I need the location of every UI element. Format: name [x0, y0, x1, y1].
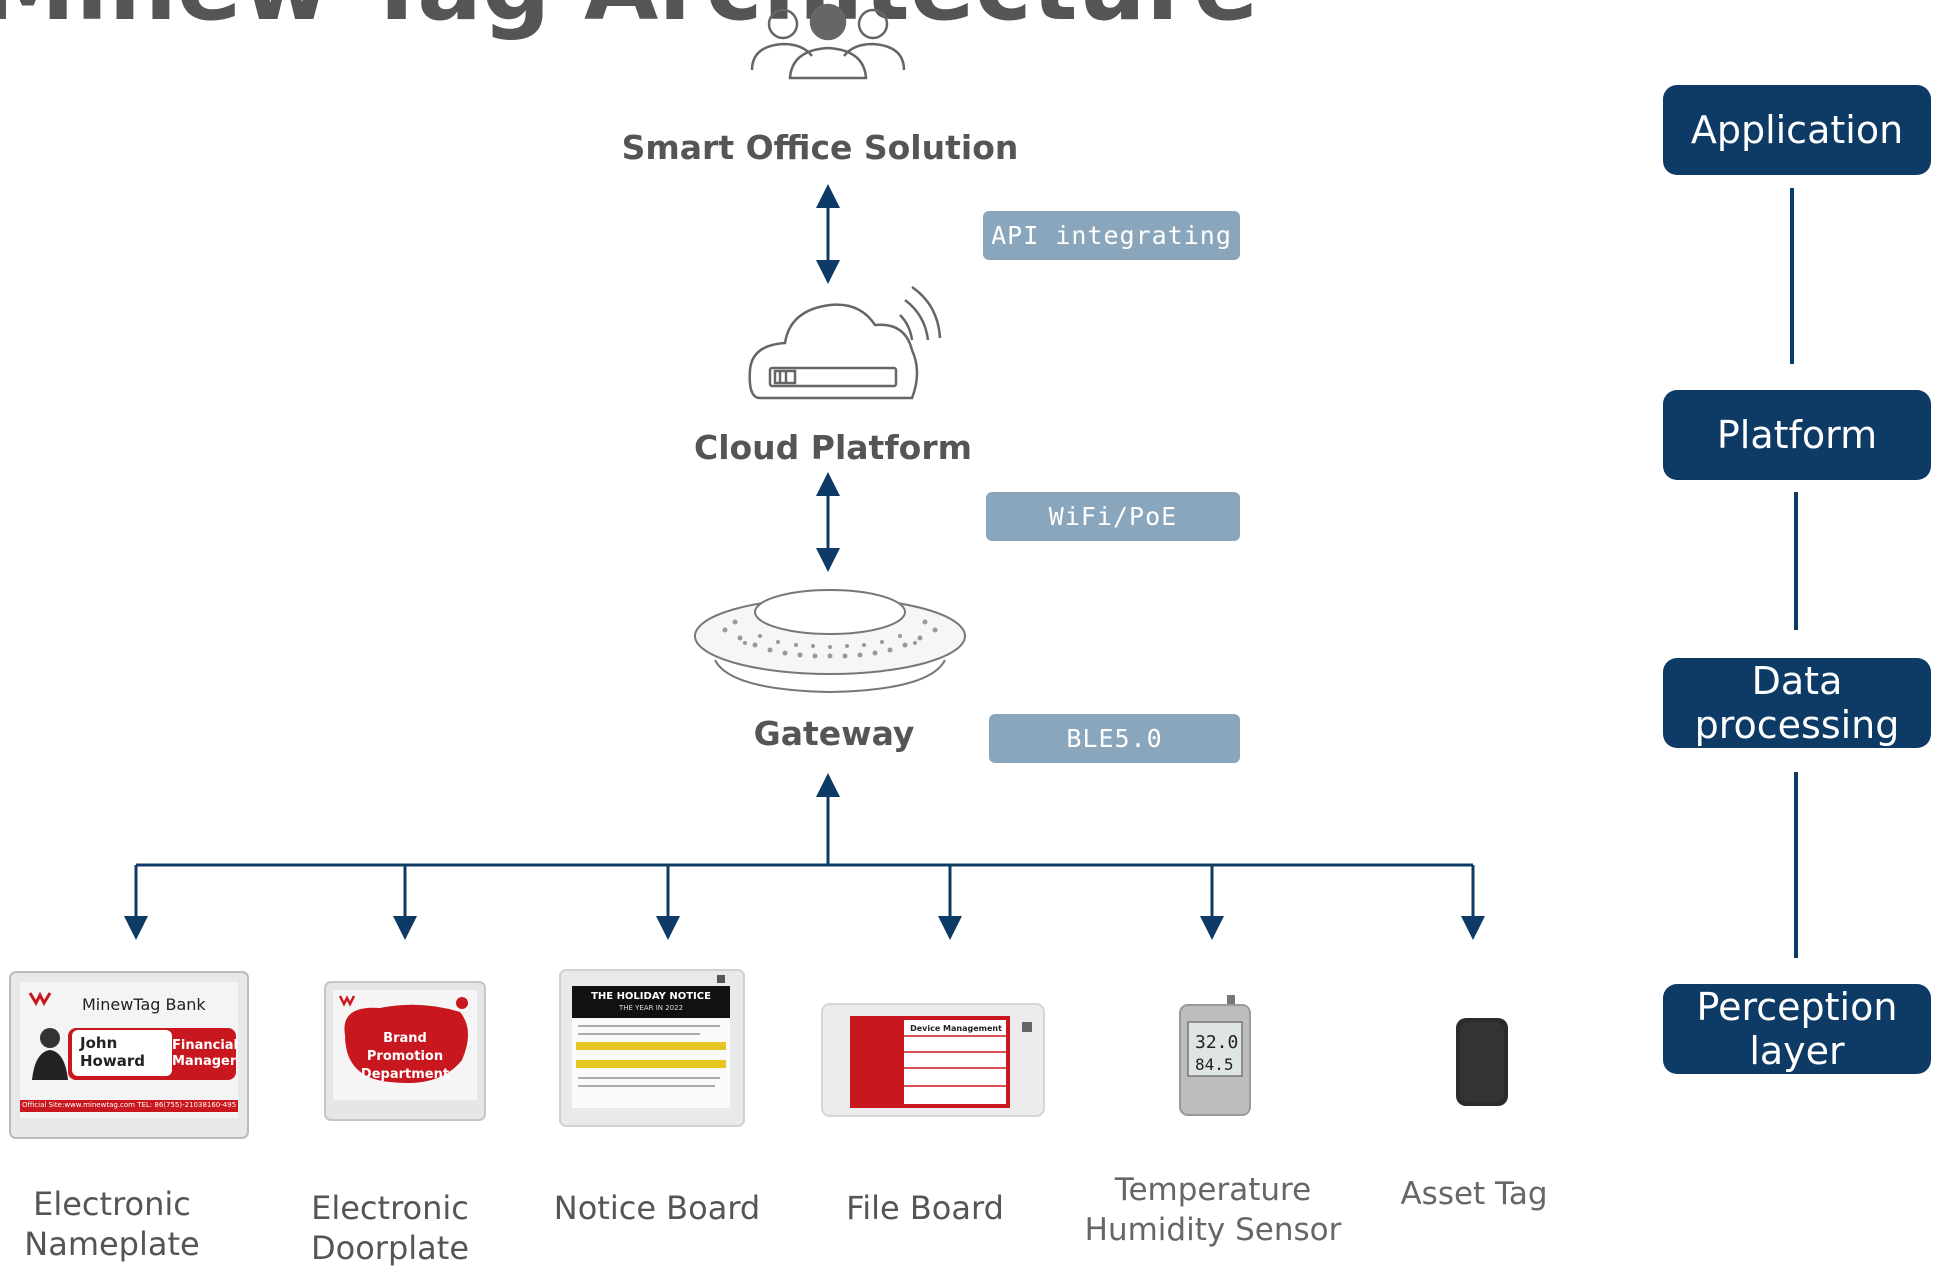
nameplate-name: John Howard — [80, 1034, 145, 1070]
device-label-line: Temperature — [1114, 1172, 1312, 1208]
application-node-label: Smart Office Solution — [621, 128, 1019, 167]
doorplate-text: Brand Promotion Department — [360, 1031, 450, 1082]
nameplate-footer: Official Site:www.minewtag.com TEL: 86(7… — [22, 1101, 236, 1109]
device-label-line: Notice Board — [553, 1189, 761, 1227]
device-label-doorplate: Electronic Doorplate — [311, 1188, 469, 1268]
layer-platform: Platform — [1663, 390, 1931, 480]
wifi-tag: WiFi/PoE — [986, 492, 1240, 541]
temperature-humidity-sensor-device: 32.0 84.5 — [1179, 995, 1251, 1116]
device-label-line: File Board — [846, 1189, 1004, 1227]
notice-board-device — [559, 969, 745, 1127]
notice-subheading: THE YEAR IN 2022 — [618, 1004, 684, 1012]
electronic-doorplate-device — [324, 981, 486, 1121]
notice-heading: THE HOLIDAY NOTICE — [591, 991, 711, 1002]
device-label-line: Nameplate — [24, 1225, 200, 1263]
device-label-nameplate: Electronic Nameplate — [24, 1184, 199, 1264]
layer-perception: Perception layer — [1663, 984, 1931, 1074]
layer-connector-2 — [1794, 492, 1798, 630]
device-label-line: Asset Tag — [1400, 1176, 1548, 1212]
layer-connector-1 — [1790, 188, 1794, 364]
device-label-line: Humidity Sensor — [1084, 1212, 1342, 1248]
page-title: Minew Tag Architecture — [0, 0, 1258, 42]
device-label-asset-tag: Asset Tag — [1400, 1174, 1547, 1214]
device-label-sensor: Temperature Humidity Sensor — [1085, 1170, 1342, 1250]
cloud-icon — [748, 285, 942, 400]
layer-connector-3 — [1794, 772, 1798, 958]
sensor-temp: 32.0 — [1195, 1032, 1238, 1053]
electronic-nameplate-device — [9, 971, 249, 1139]
device-label-line: Electronic — [311, 1189, 469, 1227]
api-tag: API integrating — [983, 211, 1240, 260]
layer-application: Application — [1663, 85, 1931, 175]
device-label-notice-board: Notice Board — [554, 1188, 760, 1228]
layer-data-processing: Data processing — [1663, 658, 1931, 748]
device-label-line: Doorplate — [311, 1229, 469, 1267]
asset-tag-device — [1456, 1018, 1508, 1106]
gateway-node-label: Gateway — [753, 714, 915, 753]
platform-node-label: Cloud Platform — [693, 428, 973, 467]
sensor-humidity: 84.5 — [1195, 1055, 1234, 1074]
gateway-icon — [694, 589, 966, 694]
device-label-line: Electronic — [33, 1185, 191, 1223]
ble-tag: BLE5.0 — [989, 714, 1240, 763]
nameplate-company: MinewTag Bank — [82, 995, 206, 1014]
users-icon — [750, 3, 906, 80]
file-board-device — [821, 1003, 1045, 1117]
device-label-file-board: File Board — [846, 1188, 1004, 1228]
fileboard-header: Device Management — [910, 1024, 1002, 1033]
nameplate-role: Financial Manager — [172, 1038, 239, 1069]
